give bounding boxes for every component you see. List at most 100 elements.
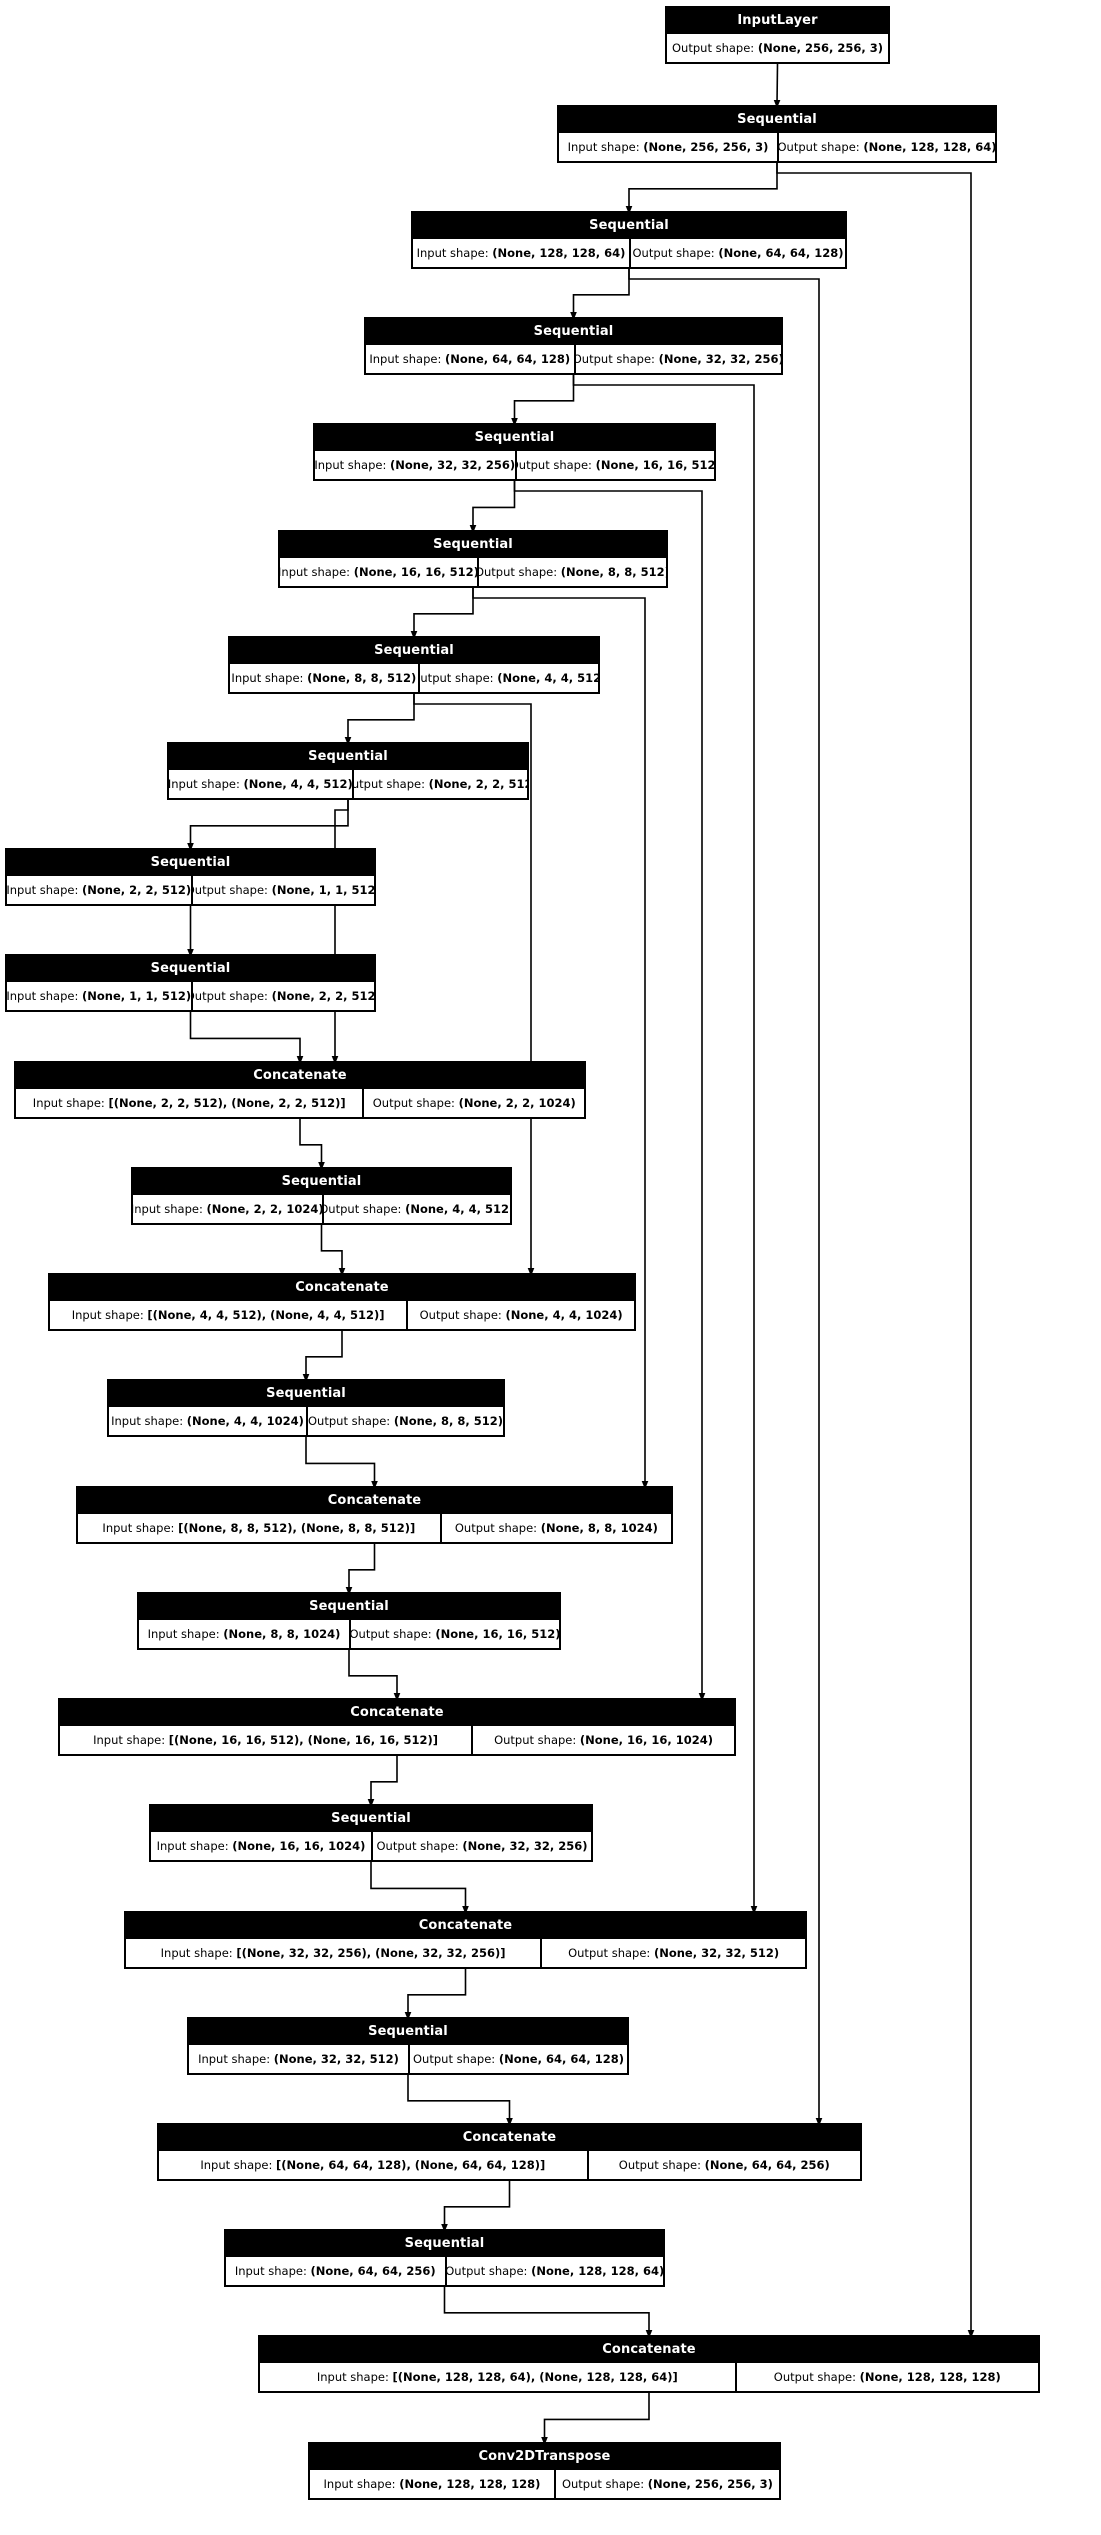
node-shape-row: Input shape: (None, 1, 1, 512)Output sha… xyxy=(7,982,374,1010)
input-shape-cell: Input shape: [(None, 64, 64, 128), (None… xyxy=(159,2151,587,2179)
shape-value: (None, 2, 2, 1024) xyxy=(206,1202,322,1216)
shape-label: Output shape: xyxy=(445,2264,532,2278)
output-shape-cell: Output shape: (None, 4, 4, 1024) xyxy=(406,1301,634,1329)
node-shape-row: Input shape: (None, 256, 256, 3)Output s… xyxy=(559,133,995,161)
node-title: Sequential xyxy=(151,1806,591,1832)
output-shape-cell: Output shape: (None, 128, 128, 64) xyxy=(444,2257,663,2285)
shape-label: Input shape: xyxy=(111,1414,187,1428)
shape-value: (None, 32, 32, 256) xyxy=(658,352,781,366)
shape-label: Output shape: xyxy=(672,41,758,55)
edge-skip-n3-n18 xyxy=(572,375,758,1915)
edge-n17-n18 xyxy=(370,1862,469,1915)
node-shape-row: Input shape: [(None, 32, 32, 256), (None… xyxy=(126,1939,805,1967)
output-shape-cell: Output shape: (None, 16, 16, 512) xyxy=(349,1620,559,1648)
node-shape-row: Input shape: [(None, 128, 128, 64), (Non… xyxy=(260,2363,1038,2391)
shape-value: (None, 64, 64, 128) xyxy=(718,246,844,260)
node-title: Sequential xyxy=(413,213,845,239)
shape-label: Output shape: xyxy=(413,2052,499,2066)
input-shape-cell: Input shape: (None, 16, 16, 1024) xyxy=(151,1832,371,1860)
shape-value: (None, 8, 8, 1024) xyxy=(223,1627,341,1641)
shape-label: Input shape: xyxy=(156,1839,233,1853)
node-title: Sequential xyxy=(559,107,995,133)
node-shape-row: Input shape: (None, 16, 16, 512)Output s… xyxy=(280,558,666,586)
node-shape-row: Input shape: (None, 8, 8, 512)Output sha… xyxy=(230,664,598,692)
edge-n16-n17 xyxy=(367,1756,398,1808)
node-title: Sequential xyxy=(226,2231,663,2257)
shape-label: Input shape: xyxy=(567,140,644,154)
shape-label: Input shape: xyxy=(416,246,493,260)
output-shape-cell: Output shape: (None, 64, 64, 128) xyxy=(408,2045,627,2073)
edge-n2-n3 xyxy=(570,269,630,321)
node-title: Conv2DTranspose xyxy=(310,2444,779,2470)
output-shape-cell: Output shape: (None, 32, 32, 512) xyxy=(540,1939,805,1967)
input-shape-cell: Input shape: (None, 1, 1, 512) xyxy=(7,982,191,1010)
node-shape-row: Input shape: [(None, 16, 16, 512), (None… xyxy=(60,1726,734,1754)
edge-n5-n6 xyxy=(410,588,474,640)
shape-value: (None, 4, 4, 1024) xyxy=(505,1308,623,1322)
input-shape-cell: Input shape: (None, 128, 128, 64) xyxy=(413,239,629,267)
node-title: Sequential xyxy=(109,1381,503,1407)
node-shape-row: Input shape: (None, 2, 2, 1024)Output sh… xyxy=(133,1195,510,1223)
edge-n20-n21 xyxy=(441,2181,511,2233)
node-shape-row: Input shape: (None, 64, 64, 256)Output s… xyxy=(226,2257,663,2285)
node-shape-row: Input shape: (None, 4, 4, 1024)Output sh… xyxy=(109,1407,503,1435)
shape-value: (None, 16, 16, 1024) xyxy=(579,1733,714,1747)
shape-label: Input shape: xyxy=(147,1627,224,1641)
output-shape-cell: Output shape: (None, 128, 128, 128) xyxy=(734,2363,1038,2391)
node-shape-row: Input shape: [(None, 8, 8, 512), (None, … xyxy=(78,1514,671,1542)
node-title: Concatenate xyxy=(16,1063,584,1089)
shape-label: Input shape: xyxy=(7,989,83,1003)
output-shape-cell: Output shape: (None, 256, 256, 3) xyxy=(667,34,888,62)
edge-n13-n14 xyxy=(305,1437,378,1490)
shape-value: (None, 64, 64, 128) xyxy=(445,352,571,366)
edge-skip-n1-n22 xyxy=(776,163,975,2339)
node-title: Concatenate xyxy=(60,1700,734,1726)
node-title: Concatenate xyxy=(260,2337,1038,2363)
node-title: Sequential xyxy=(280,532,666,558)
shape-label: Output shape: xyxy=(417,671,498,685)
output-shape-cell: Output shape: (None, 16, 16, 1024) xyxy=(471,1726,734,1754)
node-shape-row: Input shape: [(None, 4, 4, 512), (None, … xyxy=(50,1301,634,1329)
shape-label: Output shape: xyxy=(618,2158,705,2172)
shape-label: Output shape: xyxy=(351,777,425,791)
shape-label: Output shape: xyxy=(568,1946,654,1960)
output-shape-cell: Output shape: (None, 4, 4, 512) xyxy=(417,664,598,692)
shape-value: (None, 128, 128, 128) xyxy=(399,2477,541,2491)
edge-n21-n22 xyxy=(443,2287,653,2339)
node-title: Sequential xyxy=(7,956,374,982)
node-title: Sequential xyxy=(366,319,781,345)
node-shape-row: Input shape: (None, 32, 32, 256)Output s… xyxy=(315,451,714,479)
shape-label: Input shape: xyxy=(93,1733,169,1747)
edge-n12-n13 xyxy=(302,1331,343,1383)
shape-label: Output shape: xyxy=(561,2477,648,2491)
node-shape-row: Input shape: (None, 128, 128, 128)Output… xyxy=(310,2470,779,2498)
shape-label: Output shape: xyxy=(349,1627,436,1641)
shape-value: (None, 32, 32, 256) xyxy=(390,458,515,472)
shape-value: (None, 128, 128, 64) xyxy=(863,140,995,154)
